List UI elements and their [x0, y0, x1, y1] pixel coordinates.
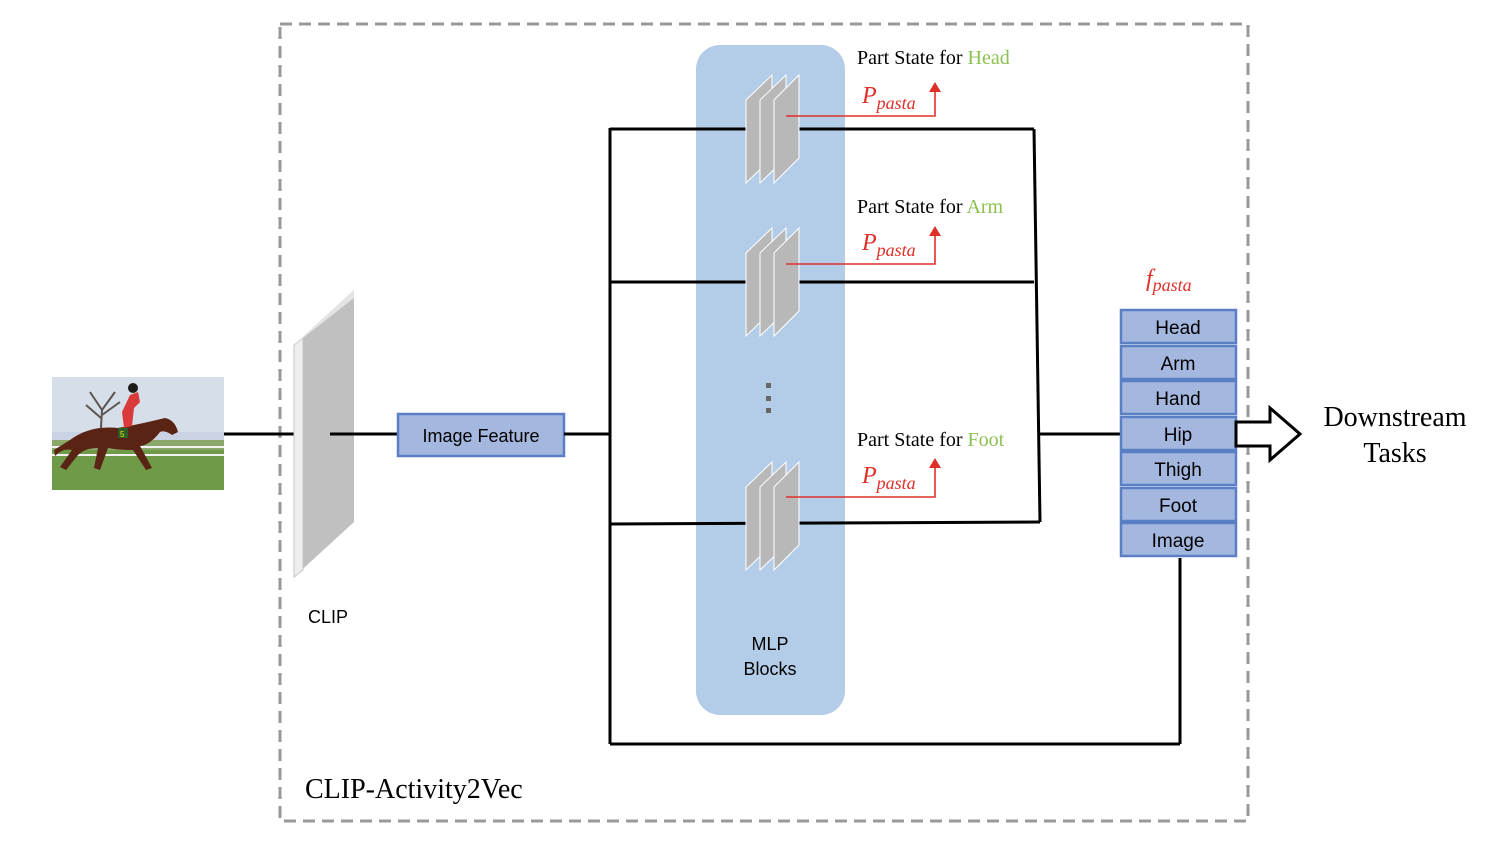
mlp-blocks-panel: [696, 45, 845, 715]
p-pasta-label-head: Ppasta: [861, 83, 916, 113]
fpasta-cell-label: Arm: [1161, 354, 1196, 375]
pasta-arrow-head: [786, 82, 941, 117]
clip-encoder: [293, 290, 354, 579]
fpasta-cell-label: Thigh: [1154, 460, 1202, 481]
p-pasta-label-arm: Ppasta: [861, 230, 916, 260]
fpasta-cell-label: Hip: [1164, 425, 1193, 446]
output-label-line2: Tasks: [1363, 438, 1426, 469]
edge-branch-foot: [609, 520, 1041, 526]
mlp-stack-head: [745, 73, 800, 185]
fpasta-cell-label: Foot: [1159, 496, 1198, 517]
merge-bus-right: [1032, 128, 1042, 523]
mlp-stack-arm: [745, 226, 800, 338]
part-state-label-foot: Part State for Foot: [857, 429, 1005, 451]
fpasta-cell-foot: [1119, 486, 1238, 523]
frame-label: CLIP-Activity2Vec: [305, 774, 523, 805]
ellipsis-dots: [766, 383, 771, 413]
mlp-label-line1: MLP: [751, 634, 788, 654]
pasta-arrow-foot: [786, 458, 941, 498]
image-feature-label: Image Feature: [422, 426, 539, 446]
fpasta-cell-head: [1119, 308, 1238, 345]
svg-text:5: 5: [120, 430, 125, 439]
p-pasta-label-foot: Ppasta: [861, 463, 916, 493]
clip-label: CLIP: [308, 607, 348, 627]
fpasta-vector: Head Arm Hand Hip Thigh Foot Image: [1119, 308, 1238, 558]
fpasta-cell-label: Hand: [1155, 389, 1200, 410]
part-state-label-arm: Part State for Arm: [857, 196, 1004, 218]
fpasta-cell-hip: [1119, 415, 1238, 452]
mlp-label-line2: Blocks: [743, 659, 796, 679]
fpasta-cell-label: Image: [1152, 531, 1205, 552]
input-image: 5: [52, 377, 224, 490]
fpasta-cell-image: [1119, 521, 1238, 558]
mlp-stack-foot: [745, 460, 800, 572]
output-label-line1: Downstream: [1323, 402, 1466, 433]
fpasta-cell-arm: [1119, 344, 1238, 381]
activity2vec-frame: [278, 22, 1250, 823]
fpasta-cell-thigh: [1119, 450, 1238, 487]
fpasta-cell-label: Head: [1155, 318, 1200, 339]
output-arrow: [1234, 404, 1303, 464]
f-pasta-label: fpasta: [1146, 266, 1192, 295]
part-state-label-head: Part State for Head: [857, 47, 1010, 69]
fpasta-cell-hand: [1119, 379, 1238, 416]
pasta-arrow-arm: [786, 226, 941, 265]
